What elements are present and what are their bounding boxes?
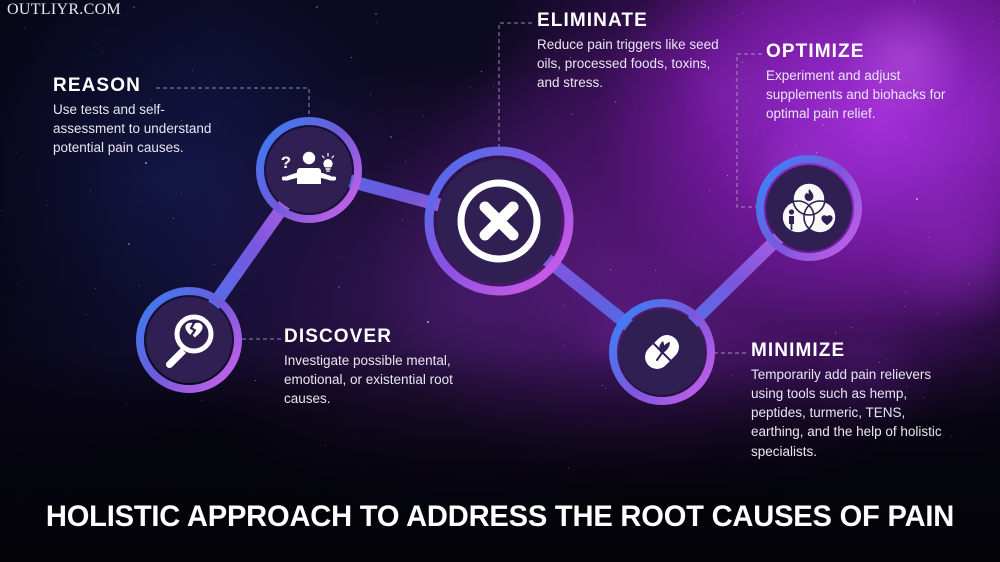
node-minimize[interactable]: [609, 299, 715, 405]
heading-reason: REASON: [53, 75, 141, 96]
heading-discover: DISCOVER: [284, 326, 393, 347]
heading-minimize: MINIMIZE: [751, 340, 846, 361]
label-block-minimize: MINIMIZE Temporarily add pain relievers …: [751, 341, 951, 461]
label-block-optimize: OPTIMIZE Experiment and adjust supplemen…: [766, 42, 966, 123]
node-optimize[interactable]: [756, 155, 862, 261]
page-title: HOLISTIC APPROACH TO ADDRESS THE ROOT CA…: [45, 500, 955, 533]
node-eliminate[interactable]: [424, 146, 574, 296]
circle-x-icon: [457, 179, 541, 263]
site-watermark: OUTLIYR.COM: [7, 1, 121, 18]
heading-eliminate: ELIMINATE: [537, 10, 648, 31]
body-discover: Investigate possible mental, emotional, …: [284, 353, 453, 407]
svg-text:?: ?: [281, 153, 291, 172]
label-block-reason: REASON Use tests and self-assessment to …: [53, 76, 213, 157]
heading-optimize: OPTIMIZE: [766, 41, 865, 62]
label-block-discover: DISCOVER Investigate possible mental, em…: [284, 327, 474, 408]
body-minimize: Temporarily add pain relievers using too…: [751, 367, 942, 459]
label-block-eliminate: ELIMINATE Reduce pain triggers like seed…: [537, 11, 722, 92]
body-reason: Use tests and self-assessment to underst…: [53, 102, 212, 156]
capsule-leaf-icon: [645, 335, 679, 369]
venn-holistic-wellness-icon: [781, 182, 837, 234]
node-discover[interactable]: [136, 287, 242, 393]
node-reason[interactable]: ?: [256, 117, 362, 223]
body-eliminate: Reduce pain triggers like seed oils, pro…: [537, 37, 719, 91]
person-shrug-question-idea-icon: ?: [281, 151, 336, 184]
body-optimize: Experiment and adjust supplements and bi…: [766, 68, 946, 122]
magnifier-broken-heart-icon: [165, 314, 214, 369]
